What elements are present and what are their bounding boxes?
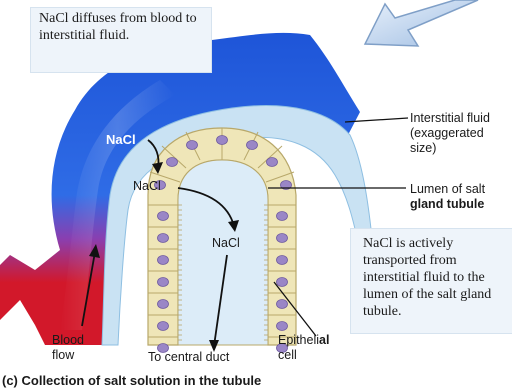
- cell-nucleus: [158, 256, 169, 265]
- cell-nucleus: [158, 212, 169, 221]
- cell-nucleus: [277, 256, 288, 265]
- blood-flow-label: Blood flow: [52, 333, 98, 363]
- cell-nucleus: [277, 212, 288, 221]
- lumen-label: Lumen of salt gland tubule: [410, 182, 512, 212]
- central-duct-label: To central duct: [148, 350, 229, 365]
- cell-nucleus: [158, 300, 169, 309]
- cell-nucleus: [187, 141, 198, 150]
- cell-nucleus: [158, 322, 169, 331]
- cell-nucleus: [277, 300, 288, 309]
- cell-nucleus: [158, 234, 169, 243]
- figure-caption: (c) Collection of salt solution in the t…: [2, 373, 261, 388]
- cell-nucleus: [277, 322, 288, 331]
- cell-nucleus: [158, 278, 169, 287]
- cell-nucleus: [247, 141, 258, 150]
- cell-nucleus: [277, 234, 288, 243]
- cell-nucleus: [277, 278, 288, 287]
- nacl-label-interstitial: NaCl: [133, 179, 161, 194]
- interstitial-fluid-label: Interstitial fluid (exaggerated size): [410, 111, 512, 156]
- nacl-label-blood: NaCl: [106, 132, 136, 147]
- direction-arrow: [365, 0, 478, 46]
- cell-nucleus: [217, 136, 228, 145]
- cell-nucleus: [267, 158, 278, 167]
- diffusion-callout: NaCl diffuses from blood to interstitial…: [30, 7, 212, 73]
- cell-nucleus: [167, 158, 178, 167]
- active-transport-callout: NaCl is actively transported from inters…: [350, 228, 512, 334]
- nacl-label-lumen: NaCl: [212, 236, 240, 251]
